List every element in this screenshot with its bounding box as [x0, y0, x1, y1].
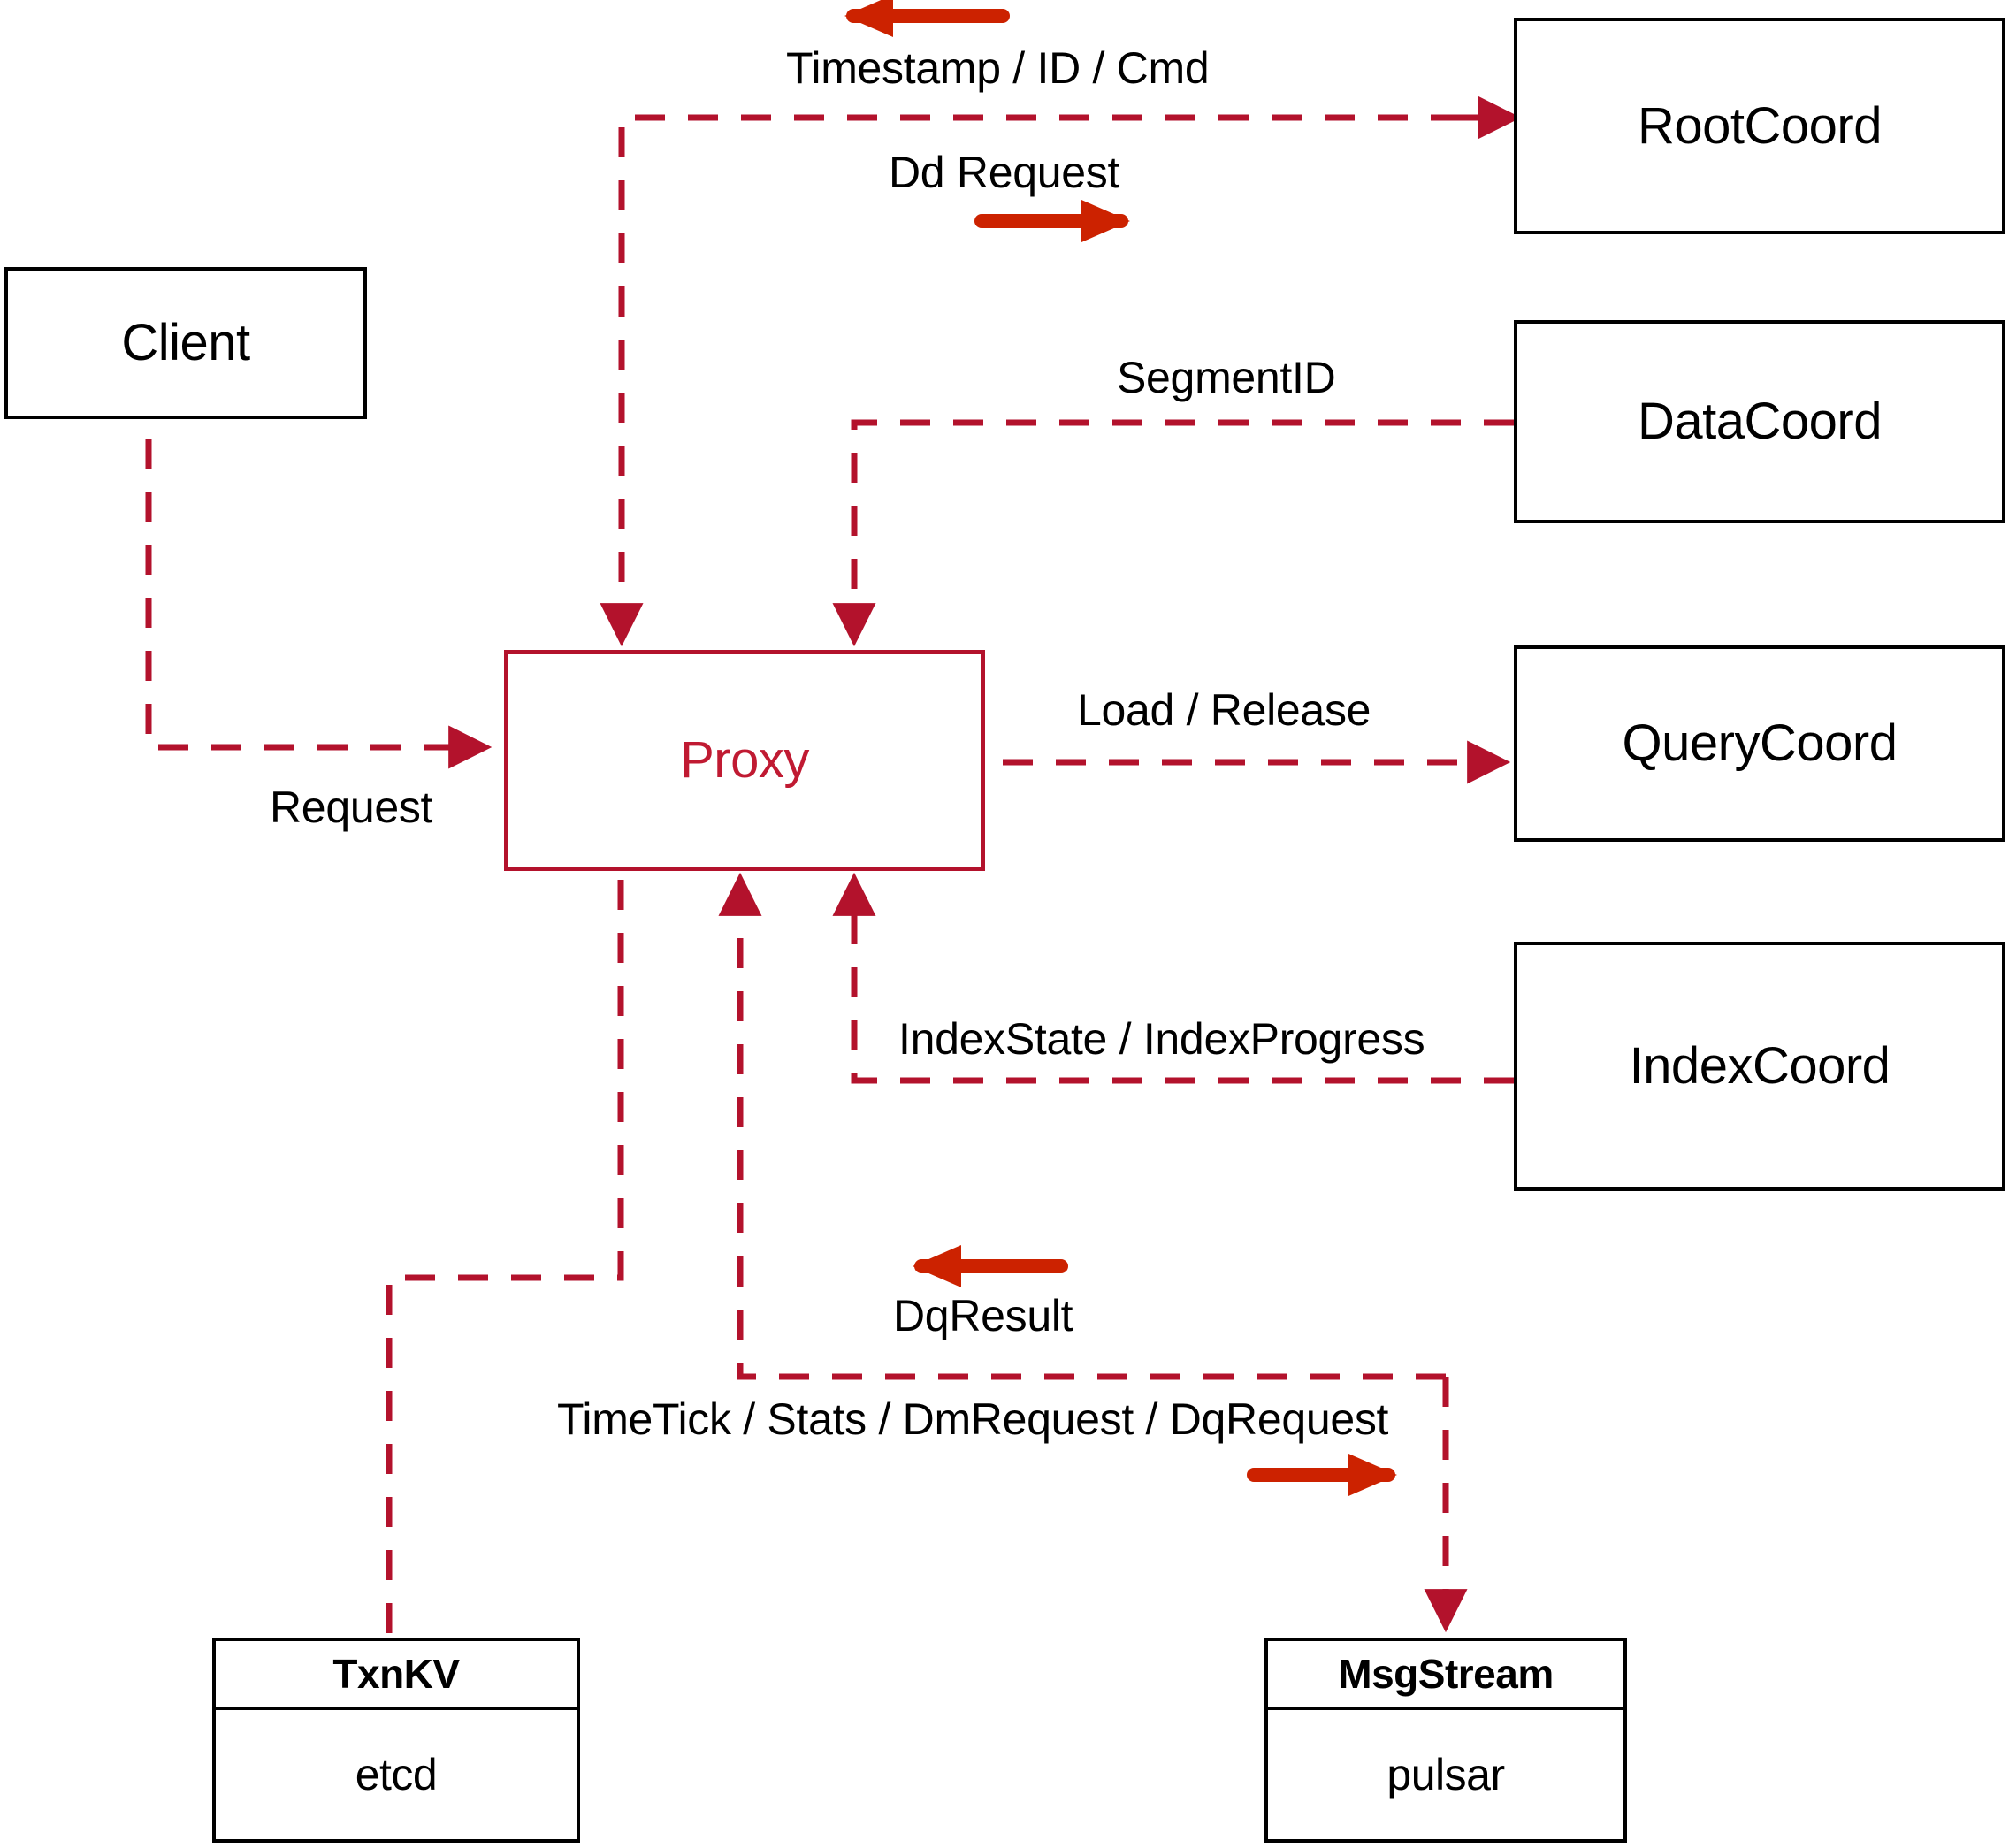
edge-request [145, 386, 493, 769]
edge-timestamp-id-cmd [600, 114, 1514, 647]
node-msgstream-header: MsgStream [1268, 1641, 1623, 1710]
edge-segment-id [832, 419, 1514, 647]
node-msgstream-header-label: MsgStream [1338, 1651, 1554, 1697]
edge-label-timetick-stats: TimeTick / Stats / DmRequest / DqRequest [557, 1394, 1389, 1444]
node-txnkv-body-label: etcd [355, 1750, 438, 1799]
node-data-coord[interactable]: DataCoord [1514, 320, 2005, 523]
edge-index-state-progress [832, 872, 1514, 1084]
annotation-arrow-dd-request [974, 200, 1130, 242]
node-query-coord[interactable]: QueryCoord [1514, 645, 2005, 842]
node-txnkv-body: etcd [216, 1710, 577, 1839]
edge-label-load-release: Load / Release [1077, 685, 1371, 735]
edge-label-request: Request [270, 783, 433, 832]
edge-label-segment-id: SegmentID [1117, 353, 1336, 402]
node-txnkv-header: TxnKV [216, 1641, 577, 1710]
edge-label-dd-request: Dd Request [889, 148, 1120, 197]
node-query-coord-label: QueryCoord [1622, 714, 1898, 772]
node-index-coord-label: IndexCoord [1629, 1037, 1891, 1095]
edge-label-dq-result: DqResult [893, 1291, 1073, 1340]
node-root-coord-label: RootCoord [1638, 96, 1882, 155]
node-msgstream-body-label: pulsar [1386, 1750, 1505, 1799]
node-msgstream-body: pulsar [1268, 1710, 1623, 1839]
node-txnkv[interactable]: TxnKV etcd [212, 1638, 580, 1843]
edge-dq-result [718, 872, 1446, 1380]
node-proxy-label: Proxy [680, 731, 809, 789]
edge-label-index-state-progress: IndexState / IndexProgress [898, 1014, 1425, 1064]
annotation-arrow-dq-result [913, 1245, 1068, 1287]
node-proxy[interactable]: Proxy [504, 650, 985, 871]
node-client[interactable]: Client [4, 267, 367, 419]
node-client-label: Client [121, 314, 250, 371]
node-txnkv-header-label: TxnKV [332, 1651, 460, 1697]
edge-txnkv-link [386, 880, 624, 1638]
annotation-arrow-timestamp [844, 0, 1010, 37]
node-index-coord[interactable]: IndexCoord [1514, 942, 2005, 1191]
node-data-coord-label: DataCoord [1638, 393, 1882, 450]
annotation-arrow-timetick [1247, 1454, 1397, 1496]
node-root-coord[interactable]: RootCoord [1514, 18, 2005, 234]
edge-label-timestamp-id-cmd: Timestamp / ID / Cmd [786, 43, 1210, 93]
node-msgstream[interactable]: MsgStream pulsar [1264, 1638, 1627, 1843]
